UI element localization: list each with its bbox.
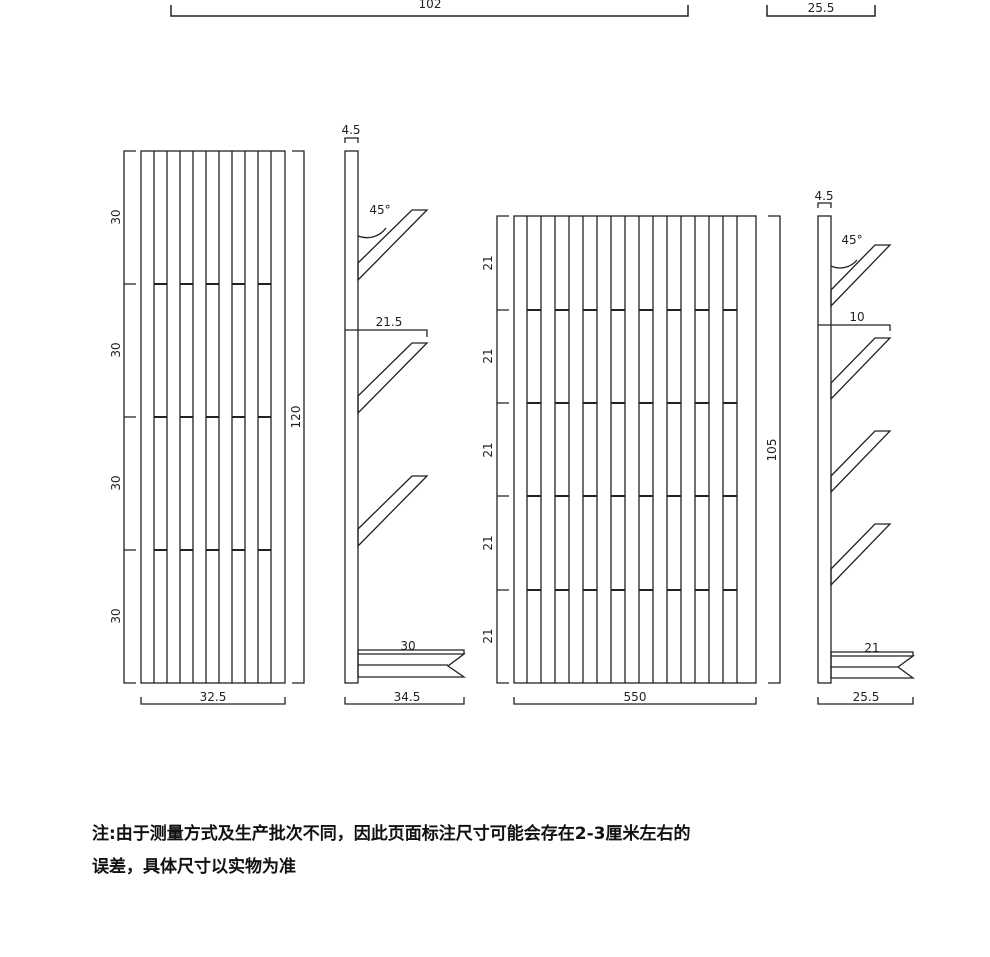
shelf1-width: 32.5 [200,690,227,704]
disclaimer-line-1: 注:由于测量方式及生产批次不同，因此页面标注尺寸可能会存在2-3厘米左右的 [92,824,691,844]
top-dim-right-line [766,5,876,17]
shelf2-base-depth: 21 [864,641,879,655]
shelf2-side-arm-4 [830,523,892,587]
shelf1-thickness: 4.5 [341,123,360,137]
shelf2-total-depth: 25.5 [853,690,880,704]
shelf2-side-arm-1 [830,244,892,308]
shelf1-front-view [123,150,305,705]
shelf1-side-arm-2 [357,342,429,415]
shelf1-base-depth-dim-line [357,649,465,654]
shelf2-width: 550 [624,690,647,704]
shelf2-row-dim-line [496,215,509,684]
shelf1-total-depth-dim-line [344,697,465,705]
shelf1-side-arm-3 [357,475,429,548]
shelf1-angle-arc [357,227,387,239]
shelf2-side-post [817,215,832,684]
shelf2-side-base [830,655,915,679]
shelf1-side-base [357,653,467,678]
shelf2-shelf-depth: 10 [849,310,864,324]
shelf2-width-dim-line [513,697,757,705]
shelf1-angle: 45° [369,203,390,217]
shelf2-total-height: 105 [765,439,779,462]
shelf1-row-height-3: 30 [109,475,123,490]
shelf2-total-depth-dim-line [817,697,914,705]
shelf1-row-height-4: 30 [109,608,123,623]
shelf2-shelf-depth-dim-line [818,324,891,331]
shelf1-total-height: 120 [289,406,303,429]
disclaimer-line-2: 误差，具体尺寸以实物为准 [92,857,296,877]
shelf2-front-view [496,215,781,705]
shelf2-angle: 45° [841,233,862,247]
shelf2-row-height-2: 21 [481,348,495,363]
shelf1-row-dim-line [123,150,136,684]
shelf2-row-height-3: 21 [481,442,495,457]
shelf1-side-post [344,150,359,684]
top-dim-right: 25.5 [808,1,835,15]
shelf1-row-height-1: 30 [109,209,123,224]
shelf2-side-view [817,202,915,705]
top-dimensions [170,5,876,17]
shelf1-shelf-depth: 21.5 [376,315,403,329]
disclaimer-note: 注:由于测量方式及生产批次不同，因此页面标注尺寸可能会存在2-3厘米左右的 误差… [92,818,912,884]
shelf2-side-arm-2 [830,337,892,401]
shelf2-row-height-4: 21 [481,535,495,550]
shelf1-width-dim-line [140,697,286,705]
shelf2-row-height-1: 21 [481,255,495,270]
shelf1-total-depth: 34.5 [394,690,421,704]
shelf2-front-slats [526,216,738,683]
shelf1-base-depth: 30 [400,639,415,653]
top-dim-left: 102 [419,0,442,11]
shelf1-side-arm-1 [357,209,429,282]
shelf2-thickness-dim-line [817,202,832,208]
shelf2-front-tier-marks [527,309,737,591]
shelf2-height-dim-line [768,215,781,684]
top-dim-left-line [170,5,689,17]
shelf1-thickness-dim-line [344,137,359,143]
shelf2-base-depth-dim-line [830,651,914,656]
shelf2-side-arm-3 [830,430,892,494]
shelf1-height-dim-line [292,150,305,684]
shelf2-row-height-5: 21 [481,628,495,643]
shelf2-front-outline [513,215,757,684]
shelf2-thickness: 4.5 [814,189,833,203]
shelf1-shelf-depth-dim-line [345,329,428,337]
shelf2-angle-arc [830,259,858,269]
shelf1-front-tier-marks [154,283,271,551]
shelf1-row-height-2: 30 [109,342,123,357]
shelf1-side-view [344,137,467,705]
shelf1-front-outline [140,150,286,684]
